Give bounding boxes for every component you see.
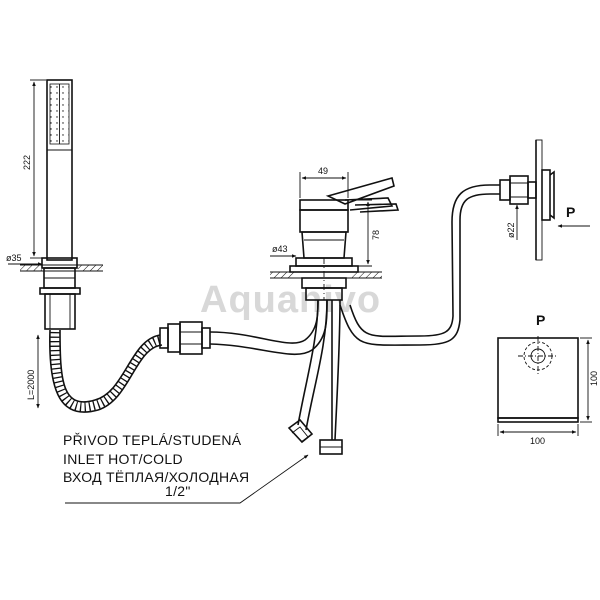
view-p-plate: P: [497, 312, 579, 423]
dim-hose-length: L=2000: [26, 334, 40, 409]
dim-d43: ø43: [270, 244, 297, 258]
dim-78: 78: [350, 199, 381, 267]
dim-49: 49: [299, 166, 349, 198]
hand-shower: [20, 79, 103, 330]
mixer-body: [270, 177, 400, 301]
dim-hose-length-label: L=2000: [26, 370, 36, 400]
dim-d35: ø35: [6, 253, 43, 266]
watermark: Aquanivo: [200, 279, 381, 321]
pipe-to-wall: [339, 184, 500, 346]
dim-49-label: 49: [318, 166, 328, 176]
plate-height-label: 100: [589, 371, 599, 386]
dim-d22: ø22: [506, 204, 519, 240]
flexible-hose: [49, 321, 211, 413]
p-side-label: P: [566, 204, 575, 220]
inlet-note-en: INLET HOT/COLD: [63, 451, 183, 467]
dim-plate-width: 100: [497, 424, 579, 446]
wall-outlet-side: [499, 139, 555, 261]
dim-222: 222: [22, 79, 46, 259]
inlet-note-ru: ВХОД ТЁПЛАЯ/ХОЛОДНАЯ: [63, 469, 249, 485]
dim-d35-label: ø35: [6, 253, 22, 263]
dim-78-label: 78: [371, 230, 381, 240]
dim-plate-height: 100: [580, 337, 599, 423]
p-front-label: P: [536, 312, 545, 328]
view-arrow-p: P: [557, 204, 590, 228]
dim-d43-label: ø43: [272, 244, 288, 254]
inlet-note-cz: PŘIVOD TEPLÁ/STUDENÁ: [63, 432, 242, 448]
inlet-note: PŘIVOD TEPLÁ/STUDENÁ INLET HOT/COLD ВХОД…: [63, 432, 309, 504]
plate-width-label: 100: [530, 436, 545, 446]
dim-d22-label: ø22: [506, 222, 516, 238]
dim-222-label: 222: [22, 155, 32, 170]
inlet-hoses: [287, 299, 343, 455]
inlet-note-thread: 1/2": [165, 483, 191, 499]
